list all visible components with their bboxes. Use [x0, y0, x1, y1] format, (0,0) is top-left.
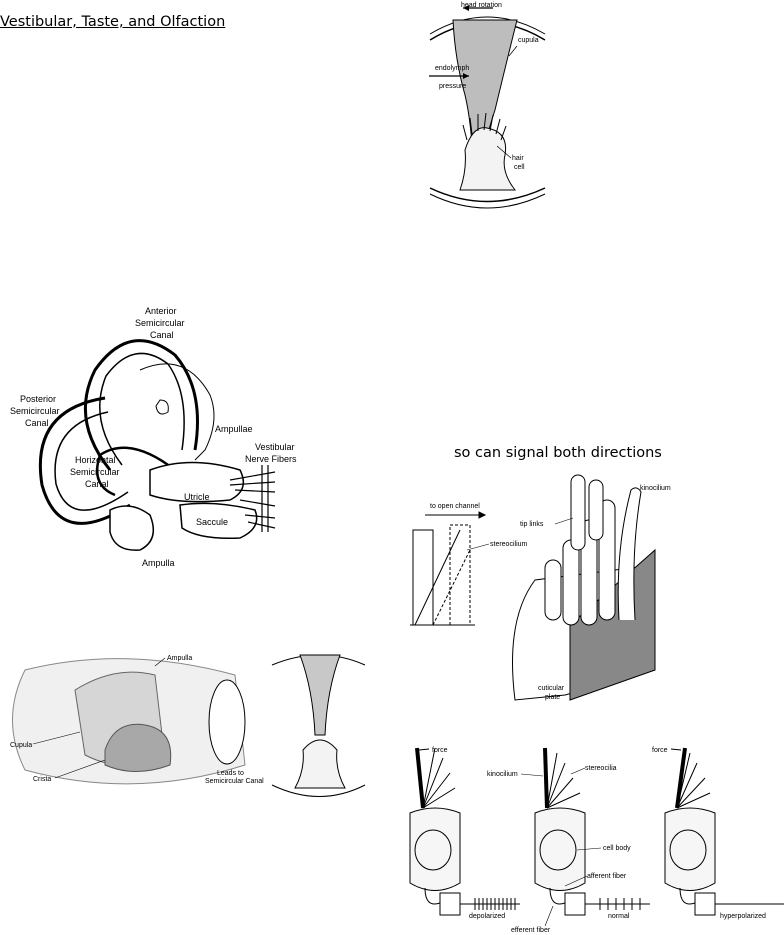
channel-schematic: [410, 511, 487, 626]
semicircular-canal-label: Semicircular Canal: [205, 778, 264, 785]
small-cupula: [299, 654, 341, 736]
stereocilia-bundle: [544, 474, 616, 626]
stereocilium-label: stereocilium: [490, 541, 528, 548]
hair-label: hair: [512, 155, 524, 162]
utricle: [149, 461, 245, 503]
hair-cell-right: [664, 747, 716, 916]
pressure-label: pressure: [439, 83, 466, 90]
endolymph-label: endolymph: [435, 65, 469, 72]
to-open-channel-label: to open channel: [430, 503, 480, 510]
cuticular-label: cuticular: [538, 685, 565, 692]
stereocilia-figure: to open channel stereocilium kinocilium …: [410, 474, 671, 701]
depolarized-label: depolarized: [469, 913, 505, 920]
hair-cell-middle: [534, 747, 586, 916]
stereocilia-label: stereocilia: [585, 765, 617, 772]
crista-region: [104, 723, 172, 772]
kinocilium-label: kinocilium: [640, 485, 671, 492]
page-title: Vestibular, Taste, and Olfaction: [0, 14, 226, 30]
hair-cell-polarization-figure: force force kinocilium stereocilia cell …: [409, 747, 784, 934]
cell-label: cell: [514, 164, 525, 171]
semicircular-canals-figure: Anterior Semicircular Canal Posterior Se…: [10, 306, 297, 568]
nerve-fibers-label: Nerve Fibers: [245, 454, 297, 464]
canal-wall-bottom: [429, 187, 546, 203]
crista: [459, 127, 517, 191]
hair-cell-left: [409, 747, 461, 916]
ampullae-label: Ampullae: [215, 424, 253, 434]
horizontal-label: Horizontal: [75, 455, 116, 465]
force-right-label: force: [652, 747, 668, 754]
vestibular-label: Vestibular: [255, 442, 295, 452]
ampulla-bulb: [109, 505, 155, 551]
posterior-canal: [38, 396, 131, 525]
tip-links-label: tip links: [520, 521, 544, 528]
afferent-fiber-label: afferent fiber: [587, 873, 627, 880]
saccule-label: Saccule: [196, 517, 228, 527]
head-silhouette: [139, 363, 215, 461]
cupula-deflection-figure: head rotation cupula endolymph pressure …: [429, 2, 546, 209]
ampulla-label: Ampulla: [142, 558, 175, 568]
posterior-canal-label: Canal: [25, 418, 49, 428]
posterior-label: Posterior: [20, 394, 56, 404]
efferent-fiber-label: efferent fiber: [511, 927, 551, 934]
horizontal-canal: [95, 446, 176, 497]
caption-text: so can signal both directions: [454, 445, 662, 461]
head-rotation-label: head rotation: [461, 2, 502, 9]
anterior-semicircular-label: Semicircular: [135, 318, 185, 328]
force-left-label: force: [432, 747, 448, 754]
leads-to-label: Leads to: [217, 770, 244, 777]
utricle-label: Utricle: [184, 492, 210, 502]
kinocilium: [617, 487, 642, 621]
anterior-label: Anterior: [145, 306, 177, 316]
saccule: [179, 502, 258, 540]
small-crista: [294, 739, 346, 789]
plate-label: plate: [545, 694, 560, 701]
kinocilium-label-2: kinocilium: [487, 771, 518, 778]
cell-body-label: cell body: [603, 845, 631, 852]
hyperpolarized-label: hyperpolarized: [720, 913, 766, 920]
cupula-label-2: Cupula: [10, 742, 32, 749]
normal-label: normal: [608, 913, 630, 920]
horizontal-canal-label: Canal: [85, 479, 109, 489]
crista-label: Crista: [33, 776, 51, 783]
ampulla-figure: Ampulla Cupula Crista Leads to Semicircu…: [10, 654, 366, 797]
anterior-canal-label: Canal: [150, 330, 174, 340]
horizontal-semicircular-label: Semicircular: [70, 467, 120, 477]
vestibular-nerve: [229, 465, 276, 532]
spike-trains: [460, 898, 784, 910]
ampulla-label-2: Ampulla: [167, 655, 192, 662]
posterior-semicircular-label: Semicircular: [10, 406, 60, 416]
cupula-label: cupula: [518, 37, 539, 44]
